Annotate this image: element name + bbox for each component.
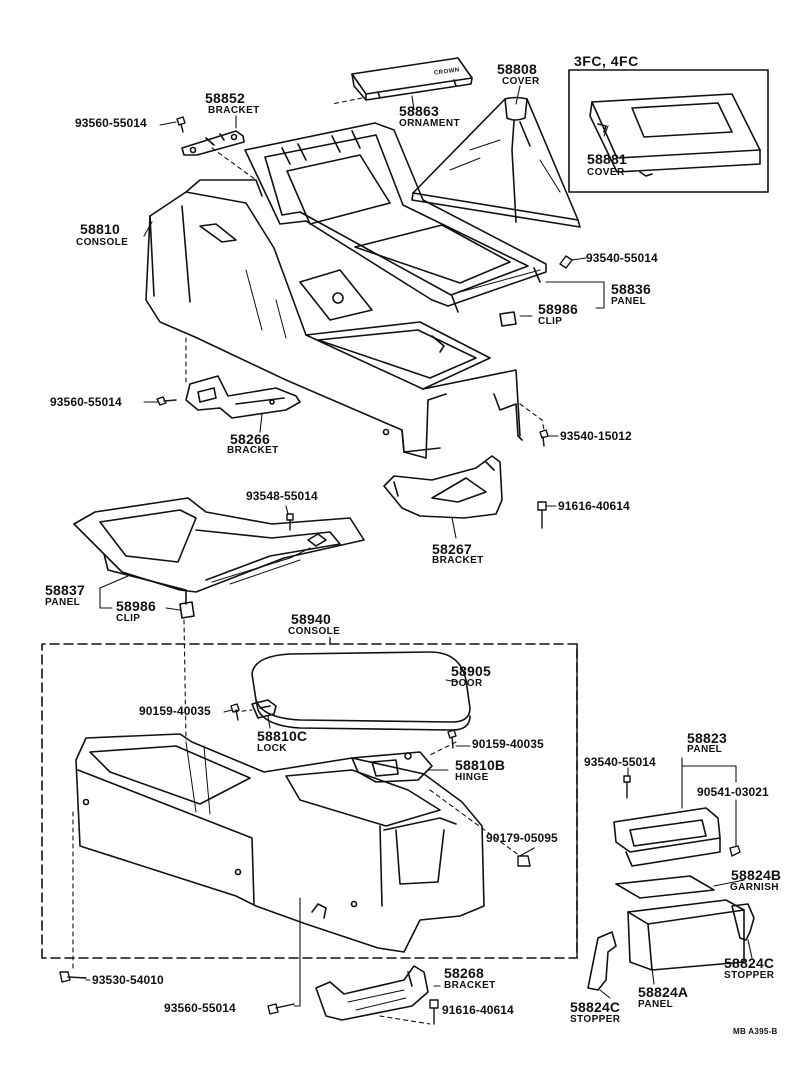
- clip-58986-upper-drawing: [499, 311, 517, 327]
- fastener-label: 91616-40614: [442, 1003, 514, 1017]
- part-number: 58863: [399, 103, 439, 119]
- fastener-label: 93540-55014: [586, 251, 658, 265]
- alignment-guides: [72, 97, 545, 1025]
- fastener-label: 93540-55014: [584, 755, 656, 769]
- variant-inset-frame: [568, 69, 769, 193]
- part-number: 58810C: [257, 728, 308, 744]
- part-name: PANEL: [687, 744, 723, 755]
- fastener-label: 93560-55014: [50, 395, 122, 409]
- shift-boot-cover-58808-drawing: [411, 96, 581, 228]
- clip-58986-lower-drawing: [179, 601, 195, 619]
- part-name: PANEL: [638, 999, 674, 1010]
- part-number: 58810: [80, 221, 120, 237]
- console-58810-drawing: [145, 122, 547, 459]
- part-name: COVER: [502, 76, 540, 87]
- garnish-58824b-drawing: [615, 875, 715, 899]
- console-58940-group-boundary: [41, 643, 578, 959]
- part-name: CONSOLE: [76, 237, 129, 248]
- drawing-code: MB A395-B: [733, 1027, 778, 1036]
- fastener-label: 90541-03021: [697, 785, 769, 799]
- part-name: BRACKET: [208, 105, 260, 116]
- cover-58881-drawing: [589, 93, 761, 177]
- fastener-label: 93540-15012: [560, 429, 632, 443]
- part-number: 58824C: [724, 955, 775, 971]
- fastener-label: 90159-40035: [472, 737, 544, 751]
- part-number: 58986: [538, 301, 578, 317]
- fastener-label: 93560-55014: [164, 1001, 236, 1015]
- leader-lines: [85, 85, 753, 1007]
- panel-58824a-drawing: [627, 899, 745, 971]
- part-number: 58881: [587, 151, 627, 167]
- part-name: BRACKET: [444, 980, 496, 991]
- variant-label: 3FC, 4FC: [574, 53, 639, 69]
- fastener-label: 90159-40035: [139, 704, 211, 718]
- part-name: LOCK: [257, 743, 287, 754]
- fastener-label: 93560-55014: [75, 116, 147, 130]
- panel-58823-drawing: [613, 807, 721, 867]
- part-number: 58905: [451, 663, 491, 679]
- ornament-58863-drawing: [351, 57, 473, 101]
- lock-58810c-drawing: [251, 699, 277, 719]
- door-58905-drawing: [251, 651, 471, 731]
- console-58940-body-drawing: [75, 733, 485, 953]
- fastener-label: 93548-55014: [246, 489, 318, 503]
- bracket-58266-drawing: [185, 375, 301, 419]
- part-name: GARNISH: [730, 882, 779, 893]
- part-name: CLIP: [116, 613, 141, 624]
- part-number: 58837: [45, 582, 85, 598]
- part-number: 58986: [116, 598, 156, 614]
- part-name: STOPPER: [570, 1014, 621, 1025]
- part-name: HINGE: [455, 772, 489, 783]
- part-number: 58266: [230, 431, 270, 447]
- part-name: CLIP: [538, 316, 563, 327]
- part-number: 58810B: [455, 757, 506, 773]
- stopper-58824c-right-drawing: [731, 903, 755, 941]
- part-number: 58852: [205, 90, 245, 106]
- part-name: ORNAMENT: [399, 118, 460, 129]
- part-number: 58268: [444, 965, 484, 981]
- part-name: DOOR: [451, 678, 483, 689]
- part-number: 58808: [497, 61, 537, 77]
- part-number: 58823: [687, 730, 727, 746]
- bracket-58267-drawing: [383, 455, 503, 519]
- panel-58837-drawing: [73, 497, 365, 605]
- bracket-58268-drawing: [315, 965, 429, 1021]
- part-name: CONSOLE: [288, 626, 341, 637]
- part-name: PANEL: [45, 597, 81, 608]
- stopper-58824c-left-drawing: [587, 931, 617, 991]
- part-name: BRACKET: [432, 555, 484, 566]
- part-number: 58836: [611, 281, 651, 297]
- part-number: 58267: [432, 541, 472, 557]
- part-name: COVER: [587, 167, 625, 178]
- part-name: PANEL: [611, 296, 647, 307]
- part-number: 58940: [291, 611, 331, 627]
- part-name: BRACKET: [227, 445, 279, 456]
- fastener-label: 90179-05095: [486, 831, 558, 845]
- part-number: 58824C: [570, 999, 621, 1015]
- fastener-label: 91616-40614: [558, 499, 630, 513]
- bracket-58852-drawing: [181, 130, 245, 156]
- part-name: STOPPER: [724, 970, 775, 981]
- fastener-label: 93530-54010: [92, 973, 164, 987]
- part-number: 58824A: [638, 984, 689, 1000]
- part-number: 58824B: [731, 867, 782, 883]
